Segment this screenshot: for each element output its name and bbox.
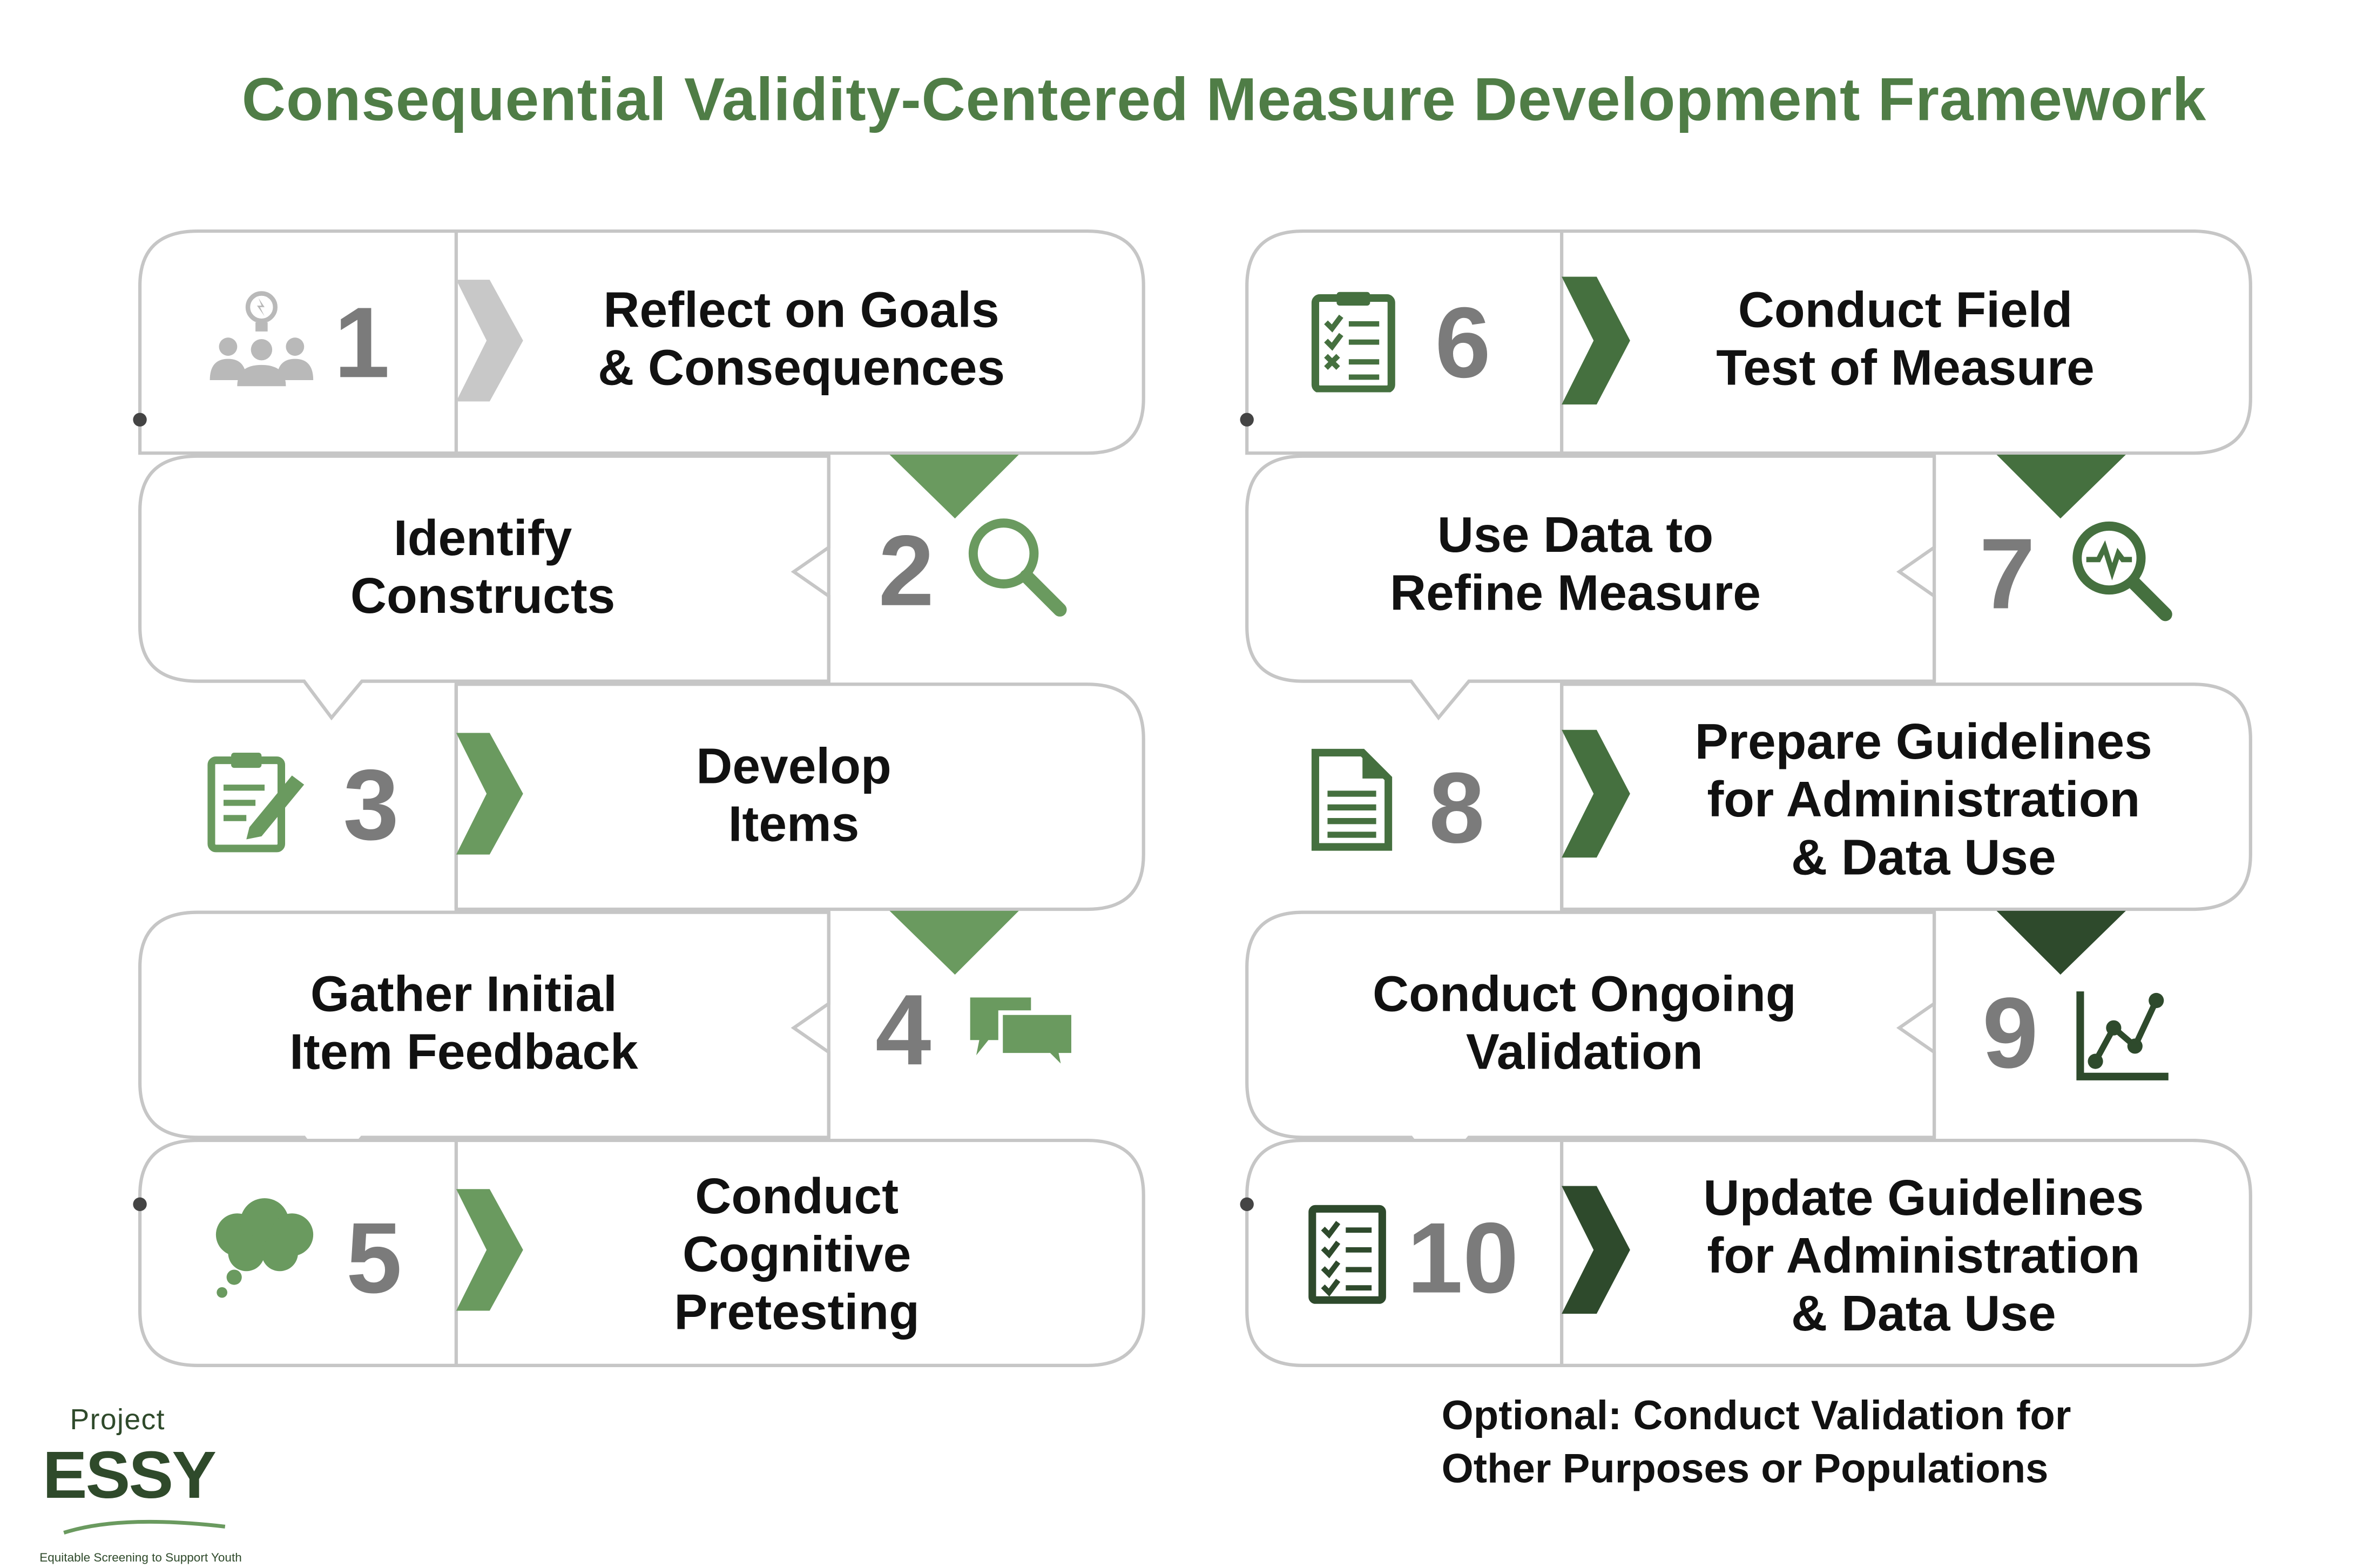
clipboard-checklist-icon <box>1311 292 1395 393</box>
step-7-number: 7 <box>1979 517 2035 630</box>
checklist-icon <box>1308 1205 1386 1304</box>
step-6-box <box>1245 229 2252 455</box>
clipboard-pencil-icon <box>207 752 305 853</box>
logo-project-text: Project <box>70 1405 165 1437</box>
step-8-label: Prepare Guidelines for Administration & … <box>1694 713 2152 885</box>
step-6-label: Conduct Field Test of Measure <box>1716 281 2095 396</box>
step-4-number: 4 <box>875 973 931 1086</box>
diagram-title: Consequential Validity-Centered Measure … <box>241 66 2207 134</box>
arrow-step-2 <box>889 455 1019 519</box>
step-4-label: Gather Initial Item Feedback <box>289 965 638 1080</box>
chat-bubbles-icon <box>970 997 1076 1074</box>
step-7-box <box>1245 454 1936 721</box>
step-8-box <box>1560 682 2252 911</box>
step-5-box <box>138 1138 1145 1367</box>
arrow-step-10 <box>1562 1186 1630 1314</box>
arrow-step-4 <box>889 910 1019 975</box>
thought-cloud-icon <box>215 1198 314 1298</box>
step-7-label: Use Data to Refine Measure <box>1390 506 1761 620</box>
step-8-number: 8 <box>1429 751 1485 864</box>
step-10-box <box>1245 1138 2252 1367</box>
step-9-number: 9 <box>1982 976 2038 1089</box>
step-1-box <box>138 229 1145 455</box>
step-2-number: 2 <box>878 513 935 627</box>
logo-essy-text: ESSY <box>42 1438 217 1513</box>
line-chart-icon <box>2076 991 2169 1080</box>
arrow-step-9 <box>1996 910 2126 975</box>
step-10-number: 10 <box>1407 1201 1519 1314</box>
step-3-label: Develop Items <box>696 737 892 852</box>
step-1-number: 1 <box>334 286 390 398</box>
step-5-label: Conduct Cognitive Pretesting <box>674 1167 920 1340</box>
step-2-label: Identify Constructs <box>350 509 616 624</box>
magnifier-icon <box>968 518 1067 617</box>
logo-tagline: Equitable Screening to Support Youth <box>39 1551 242 1565</box>
step-1-label: Reflect on Goals & Consequences <box>598 281 1005 396</box>
arrow-step-3 <box>456 733 523 855</box>
idea-team-icon <box>210 291 314 387</box>
arrow-step-8 <box>1562 729 1630 858</box>
step-3-number: 3 <box>343 748 399 861</box>
step-3-box <box>454 682 1145 911</box>
step-6-number: 6 <box>1435 286 1491 398</box>
arrow-step-6 <box>1562 276 1630 405</box>
step-5-number: 5 <box>346 1201 402 1314</box>
arrow-step-1 <box>456 280 523 402</box>
logo-swoosh-icon <box>63 1519 226 1535</box>
step-4-box <box>138 910 830 1177</box>
step-2-box <box>138 454 830 721</box>
step-9-box <box>1245 910 1936 1177</box>
arrow-step-7 <box>1996 455 2126 519</box>
optional-note: Optional: Conduct Validation for Other P… <box>1441 1393 2071 1492</box>
document-icon <box>1311 748 1393 851</box>
arrow-step-5 <box>456 1189 523 1311</box>
step-10-label: Update Guidelines for Administration & D… <box>1703 1169 2144 1341</box>
step-9-label: Conduct Ongoing Validation <box>1373 965 1797 1080</box>
magnifier-pulse-icon <box>2072 521 2172 621</box>
